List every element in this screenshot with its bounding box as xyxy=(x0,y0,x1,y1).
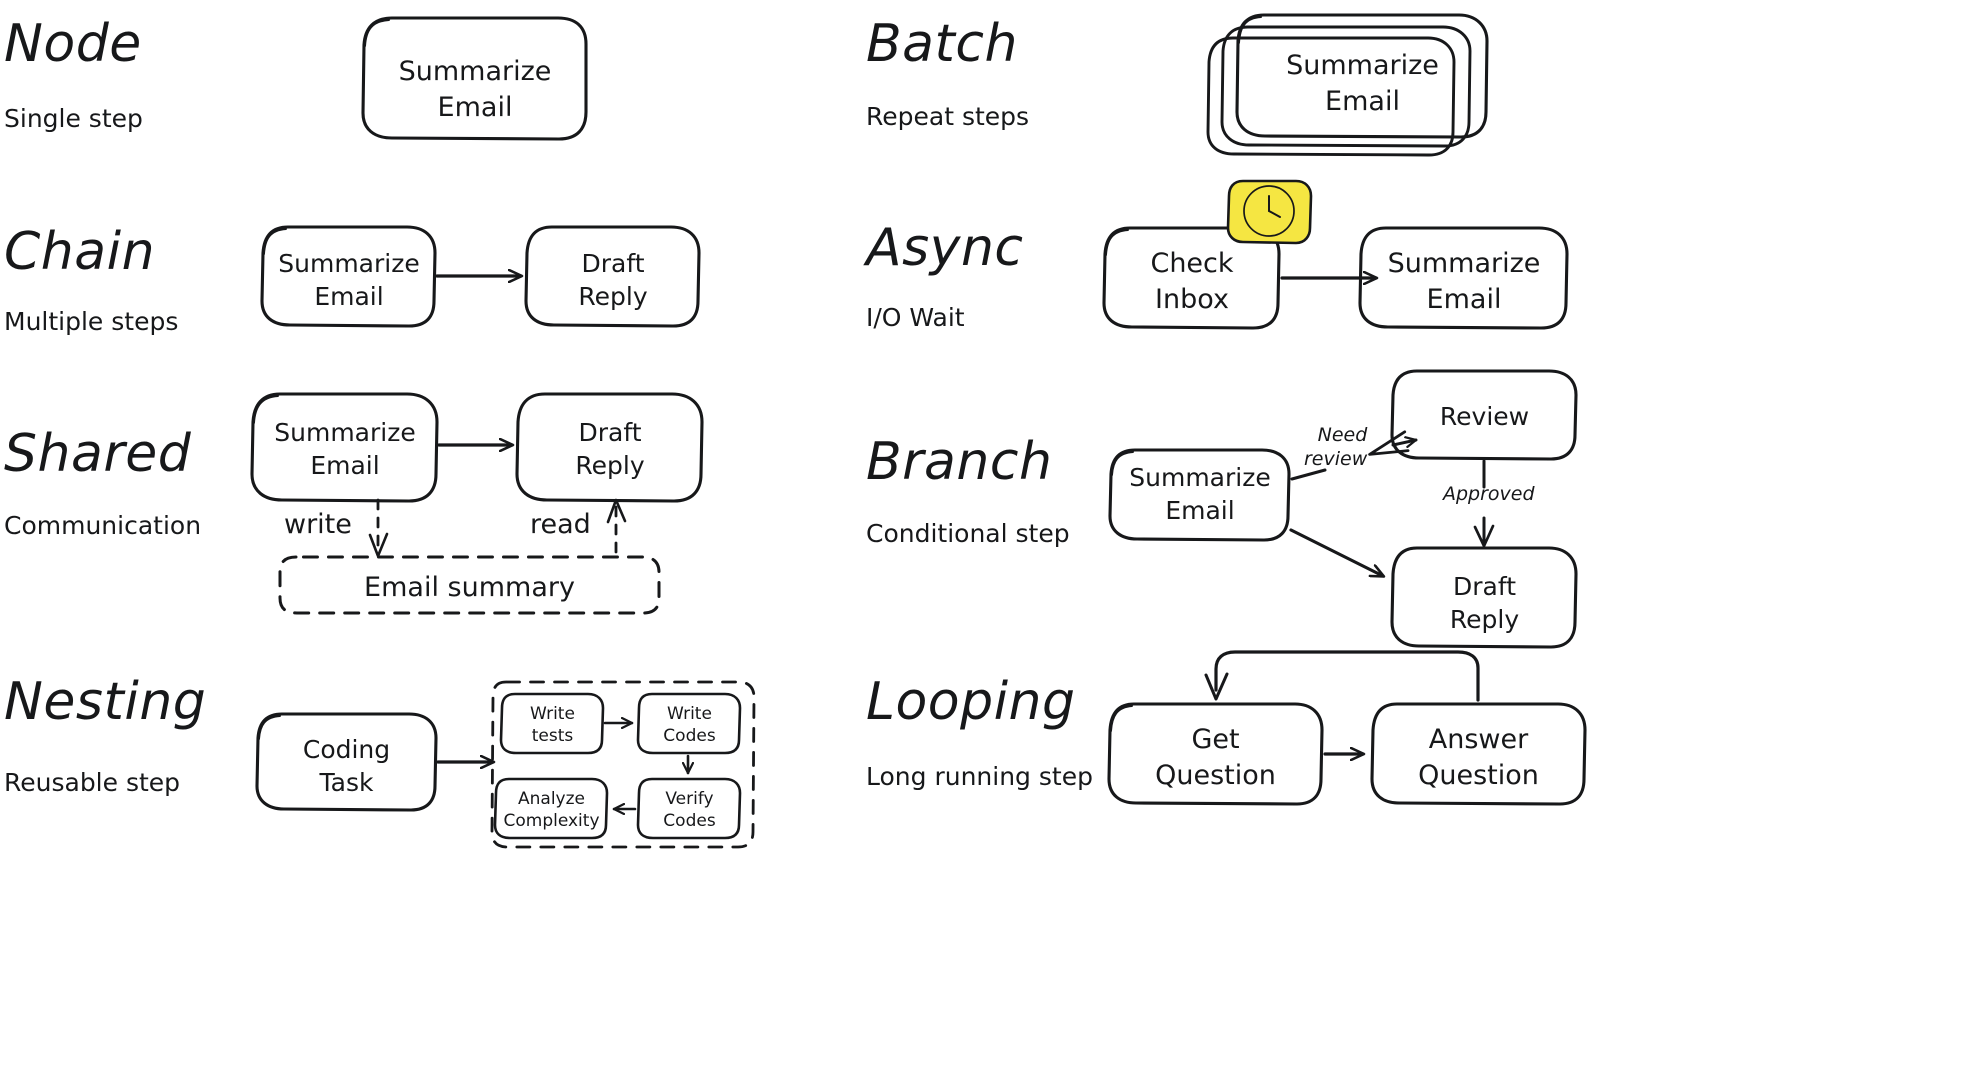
section-subtitle-branch: Conditional step xyxy=(866,519,1070,548)
shared-write-label: write xyxy=(284,509,352,540)
nesting-box-write-tests[interactable] xyxy=(499,692,605,755)
nesting-box-analyze-complexity[interactable] xyxy=(493,777,609,840)
section-subtitle-chain: Multiple steps xyxy=(4,307,179,336)
branch-arrow-need-review-b xyxy=(1391,440,1418,445)
section-subtitle-nesting: Reusable step xyxy=(4,768,181,797)
looping-arrow-back-head xyxy=(1204,672,1229,701)
batch-stack-mid xyxy=(1220,25,1472,148)
nesting-box-coding-task[interactable] xyxy=(255,712,438,812)
section-title-branch: Branch xyxy=(866,432,1053,492)
section-title-looping: Looping xyxy=(866,672,1076,732)
nesting-group-dashed xyxy=(490,680,756,849)
chain-box-draft-reply[interactable] xyxy=(524,225,701,328)
section-title-chain: Chain xyxy=(4,222,156,282)
shared-read-label: read xyxy=(530,509,591,540)
section-subtitle-async: I/O Wait xyxy=(866,303,965,332)
looping-box-answer-question[interactable] xyxy=(1370,702,1587,806)
shared-write-arrowhead xyxy=(368,532,389,558)
looping-arrow-back xyxy=(1214,650,1480,702)
section-subtitle-shared: Communication xyxy=(4,511,202,540)
nesting-box-verify-codes[interactable] xyxy=(636,777,742,840)
branch-box-summarize-email[interactable] xyxy=(1108,448,1291,542)
shared-box-summarize-email[interactable] xyxy=(250,392,439,503)
branch-arrow-approved-head xyxy=(1473,524,1495,548)
branch-box-draft-reply[interactable] xyxy=(1390,546,1578,649)
section-subtitle-batch: Repeat steps xyxy=(866,102,1030,131)
node-box-summarize-email[interactable] xyxy=(361,16,588,141)
section-subtitle-looping: Long running step xyxy=(866,762,1093,791)
branch-arrow-need-review-a xyxy=(1290,468,1327,481)
async-box-summarize-email[interactable] xyxy=(1358,226,1569,330)
chain-box-summarize-email[interactable] xyxy=(260,225,437,328)
branch-arrow-direct xyxy=(1289,528,1383,576)
section-title-nesting: Nesting xyxy=(4,672,207,732)
shared-store-email-summary[interactable] xyxy=(278,555,661,615)
shared-box-draft-reply[interactable] xyxy=(515,392,704,503)
branch-approved-label: Approved xyxy=(1443,483,1535,505)
section-title-async: Async xyxy=(866,218,1024,278)
batch-box-summarize-email[interactable] xyxy=(1235,13,1489,139)
section-title-node: Node xyxy=(4,14,142,74)
clock-icon xyxy=(1226,179,1313,245)
branch-need-review-label: Need review xyxy=(1304,424,1368,470)
branch-box-review[interactable] xyxy=(1390,369,1578,461)
section-title-shared: Shared xyxy=(4,424,192,484)
shared-read-arrowhead xyxy=(606,498,627,524)
branch-arrow-need-review-head xyxy=(1368,430,1410,456)
section-subtitle-node: Single step xyxy=(4,104,143,133)
nesting-box-write-codes[interactable] xyxy=(636,692,742,755)
looping-box-get-question[interactable] xyxy=(1107,702,1324,806)
section-title-batch: Batch xyxy=(866,14,1018,74)
batch-stack-back xyxy=(1206,36,1456,157)
